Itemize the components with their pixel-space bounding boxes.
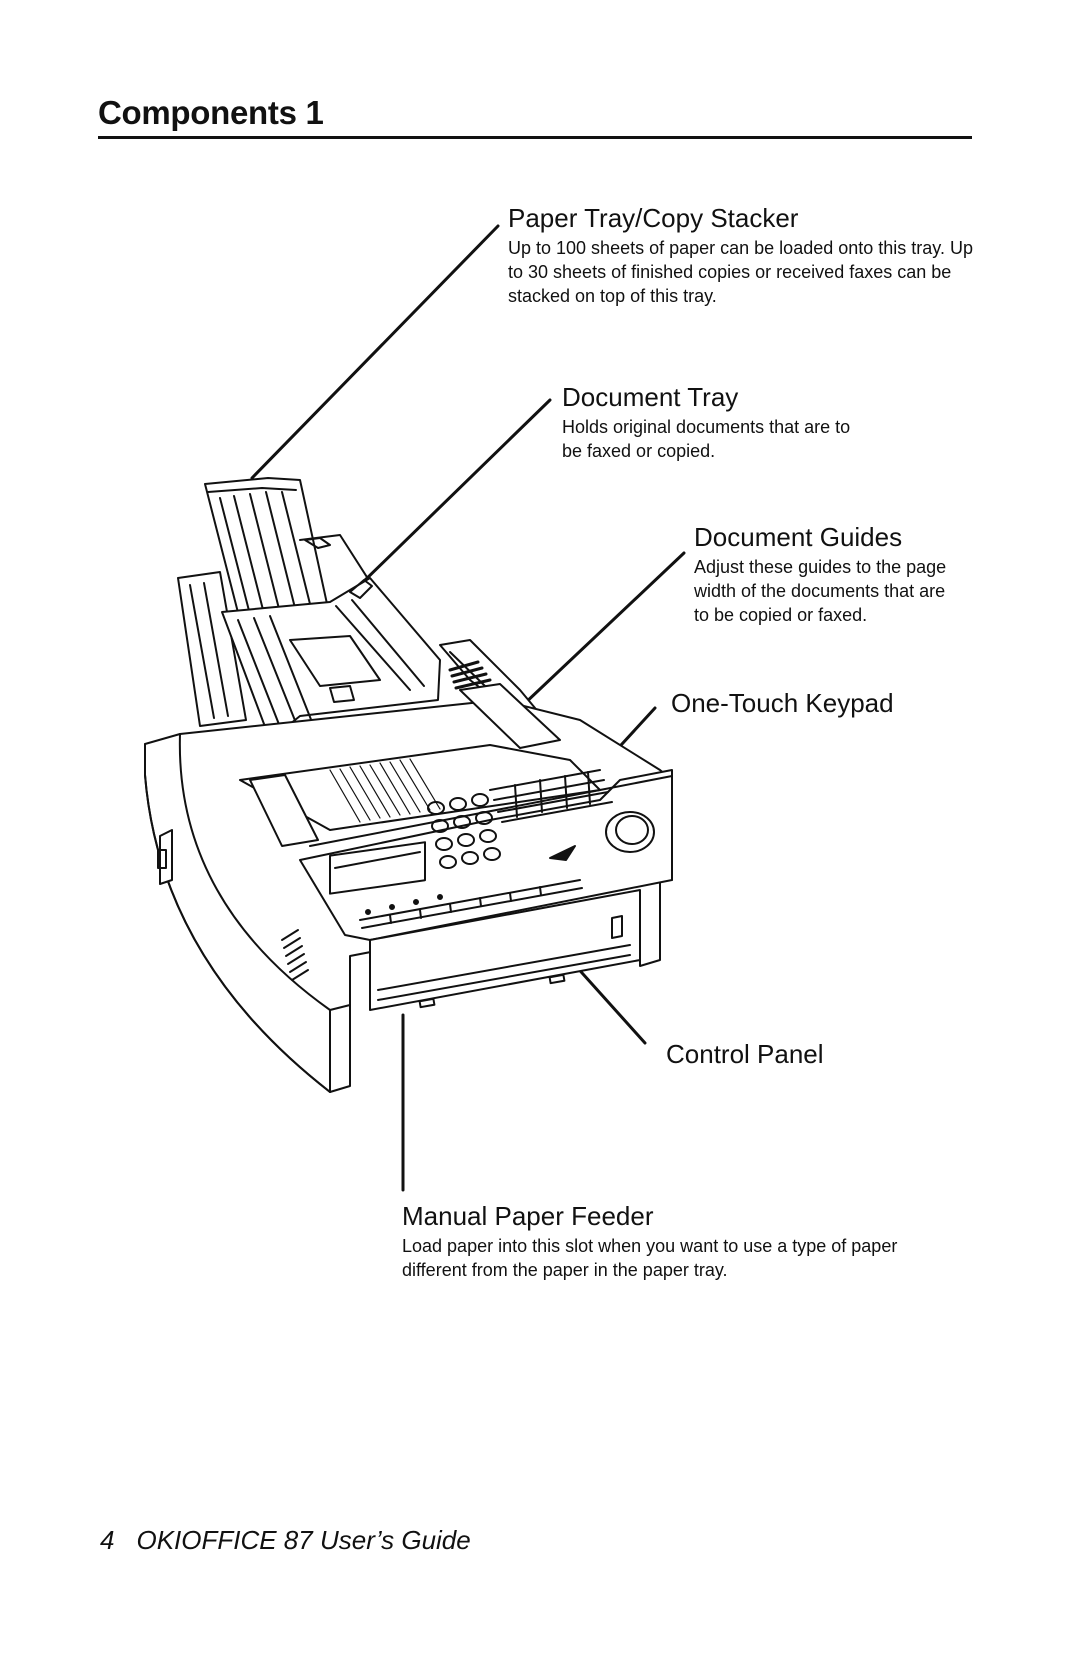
paper-tray-description: Up to 100 sheets of paper can be loaded … <box>508 238 973 306</box>
one-touch-keys <box>489 769 613 823</box>
callout-document-tray: Document Tray Holds original documents t… <box>562 381 862 463</box>
manual-paper-feeder-title: Manual Paper Feeder <box>402 1201 654 1231</box>
page-heading: Components 1 <box>98 94 324 131</box>
document-tray-title: Document Tray <box>562 382 739 412</box>
guide-title: OKIOFFICE 87 User’s Guide <box>136 1525 471 1555</box>
one-touch-keypad-title: One-Touch Keypad <box>671 688 894 718</box>
leader-lines <box>250 224 686 1192</box>
leader-document-tray <box>358 398 552 587</box>
manual-feeder-drawing <box>369 889 641 1011</box>
page-footer: 4 OKIOFFICE 87 User’s Guide <box>100 1525 471 1556</box>
paper-tray-title: Paper Tray/Copy Stacker <box>508 203 799 233</box>
control-panel-drawing <box>299 769 673 941</box>
callout-document-guides: Document Guides Adjust these guides to t… <box>694 521 949 627</box>
manual-paper-feeder-description: Load paper into this slot when you want … <box>402 1236 898 1280</box>
page-number: 4 <box>100 1525 115 1555</box>
leader-document-guides <box>520 551 686 708</box>
heading-rule <box>98 136 972 139</box>
callout-paper-tray: Paper Tray/Copy Stacker Up to 100 sheets… <box>508 202 988 308</box>
document-tray-description: Holds original documents that are to be … <box>562 417 851 461</box>
function-keys <box>359 879 583 929</box>
numeric-keypad <box>427 793 501 869</box>
callout-one-touch-keypad: One-Touch Keypad <box>671 687 991 719</box>
document-guides-title: Document Guides <box>694 522 903 552</box>
control-panel-title: Control Panel <box>666 1039 824 1069</box>
leader-paper-tray <box>250 224 500 480</box>
callout-control-panel: Control Panel <box>666 1038 966 1070</box>
document-guides-description: Adjust these guides to the page width of… <box>694 557 947 625</box>
callout-manual-paper-feeder: Manual Paper Feeder Load paper into this… <box>402 1200 922 1282</box>
